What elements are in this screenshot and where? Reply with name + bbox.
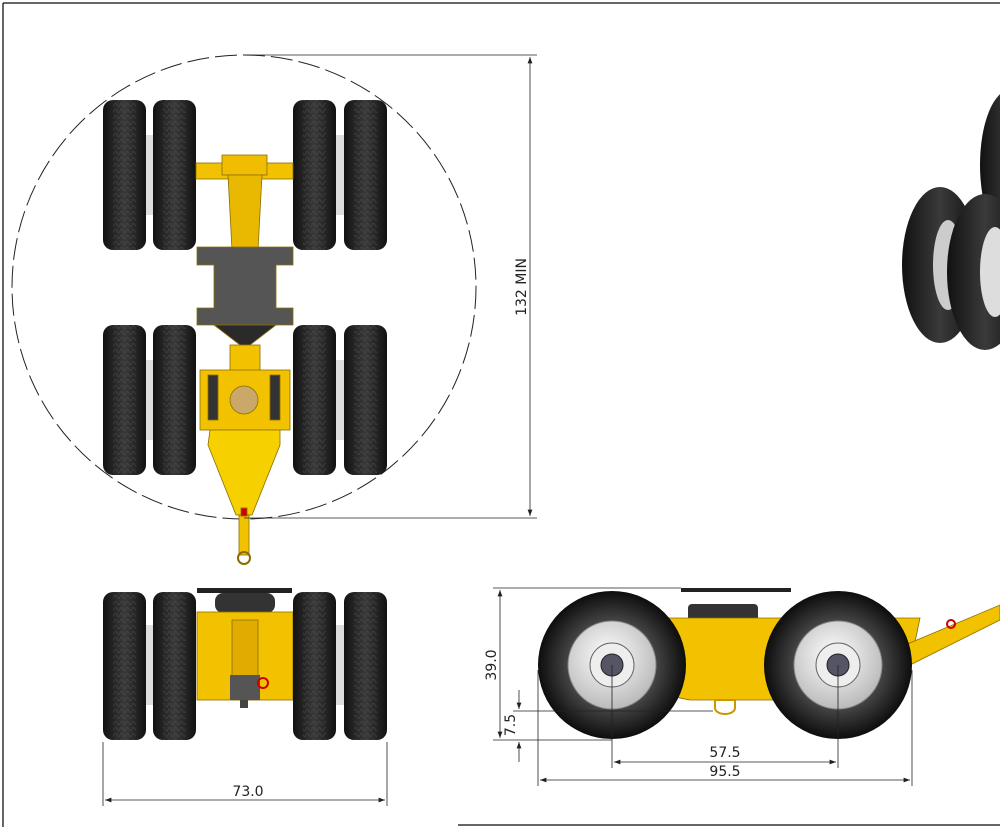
dim-ground-clearance: 7.5	[503, 714, 519, 736]
top-view: 132 MIN	[11, 54, 537, 565]
isometric-view	[902, 94, 1000, 350]
dimension-132: 132 MIN	[244, 54, 537, 519]
side-dimensions	[493, 587, 913, 786]
side-view: 39.0 7.5 57.5 95.5	[484, 587, 1000, 786]
frame-top	[195, 154, 294, 565]
dim-overall-length: 95.5	[709, 764, 740, 780]
dim-height: 39.0	[484, 649, 500, 680]
dimension-73: 73.0	[102, 742, 388, 806]
dim-wheelbase: 57.5	[709, 745, 740, 761]
dim-overall-width: 73.0	[232, 784, 263, 800]
tires-top	[103, 100, 387, 475]
tires-front	[103, 592, 387, 740]
front-view: 73.0	[102, 588, 388, 806]
dim-overall-diameter: 132 MIN	[514, 258, 530, 316]
